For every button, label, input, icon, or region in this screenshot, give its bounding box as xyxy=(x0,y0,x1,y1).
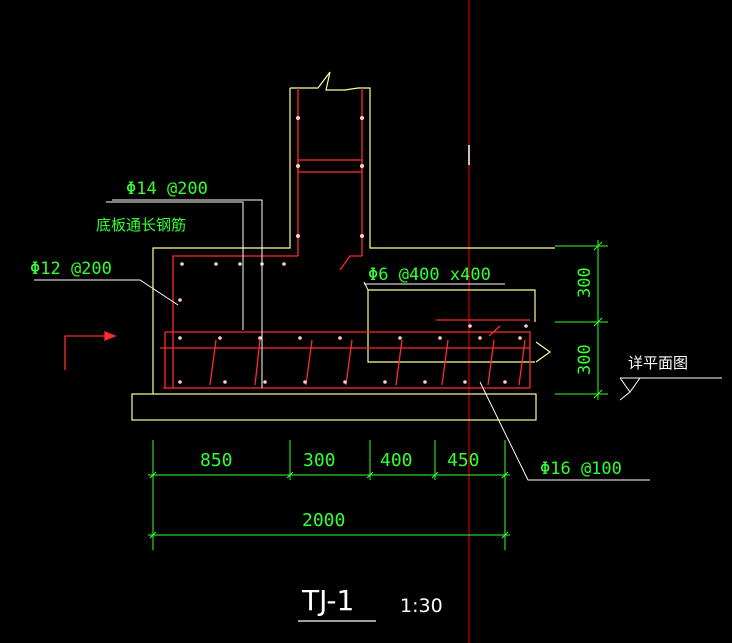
label-plan-ref: 详平面图 xyxy=(628,354,688,372)
drawing-scale: 1:30 xyxy=(400,595,443,617)
concrete-outline xyxy=(131,71,555,421)
label-rebar-top: Φ14 @200 xyxy=(126,179,208,199)
dim-850: 850 xyxy=(200,450,233,471)
rebar-dots xyxy=(178,116,528,384)
leader-lines xyxy=(34,199,722,481)
dim-height-lower: 300 xyxy=(575,344,595,375)
blinding-layer xyxy=(131,393,537,421)
label-slab-note: 底板通长钢筋 xyxy=(96,216,186,234)
label-rebar-side: Φ12 @200 xyxy=(30,259,112,279)
label-rebar-stirrup: Φ6 @400 x400 xyxy=(368,265,491,285)
dim-height-upper: 300 xyxy=(575,267,595,298)
drawing-title: TJ-1 xyxy=(301,584,354,617)
dim-400: 400 xyxy=(380,450,413,471)
label-rebar-bottom: Φ16 @100 xyxy=(540,459,622,479)
section-cut-marker xyxy=(64,331,117,370)
dim-450: 450 xyxy=(447,450,480,471)
dim-300: 300 xyxy=(303,450,336,471)
dimension-lines xyxy=(148,240,608,550)
rebar-cage xyxy=(160,88,531,389)
dim-total: 2000 xyxy=(302,510,345,531)
